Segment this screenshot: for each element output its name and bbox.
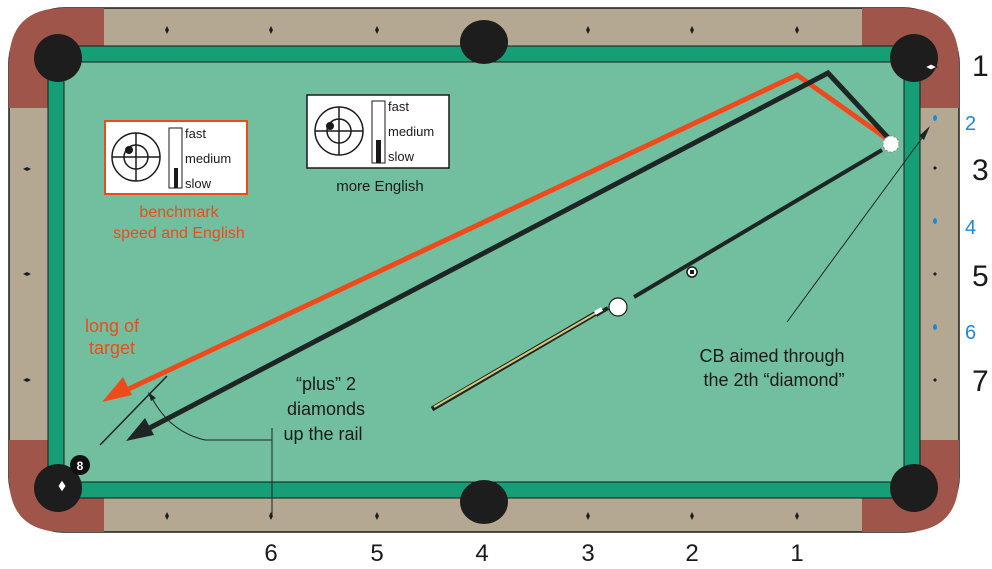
bottom-number-4: 4 — [475, 540, 488, 567]
benchmark-legend-box: fast medium slow — [104, 120, 248, 195]
corner-top-left — [9, 8, 104, 108]
more-english-caption: more English — [336, 178, 424, 195]
pocket-top-right — [890, 34, 938, 82]
right-number-1: 1 — [972, 50, 989, 83]
more-english-legend-box: fast medium slow — [306, 94, 450, 169]
cue-ball-path — [632, 148, 884, 299]
right-number-6: 6 — [965, 322, 976, 344]
benchmark-arrowhead — [102, 377, 132, 402]
benchmark-caption-1: benchmark — [139, 204, 219, 221]
aim-pointer-head — [919, 126, 930, 140]
eight-ball — [70, 455, 90, 475]
benchmark-fast: fast — [185, 126, 206, 141]
plus-two-line-1: “plus” 2 — [296, 374, 356, 394]
angle-arc — [151, 397, 272, 441]
pockets — [34, 20, 938, 524]
bottom-rail-numbers: 6 5 4 3 2 1 — [264, 540, 803, 567]
pocket-top-left — [34, 34, 82, 82]
target-reference-line — [99, 375, 168, 446]
benchmark-slow: slow — [185, 176, 212, 191]
long-of-target-1: long of — [85, 316, 140, 336]
right-number-3: 3 — [972, 154, 989, 187]
more-english-slow: slow — [388, 149, 415, 164]
aim-pointer-line — [786, 133, 926, 323]
right-number-5: 5 — [972, 260, 989, 293]
cb-aimed-line-2: the 2th “diamond” — [703, 370, 844, 390]
cue-stick — [430, 307, 603, 412]
right-number-7: 7 — [972, 365, 989, 398]
pocket-bottom-middle — [460, 480, 508, 524]
bottom-number-5: 5 — [370, 540, 383, 567]
object-ball-mark — [690, 270, 694, 274]
benchmark-medium: medium — [185, 151, 231, 166]
bottom-rail-diamonds — [165, 512, 799, 520]
cb-aimed-line-1: CB aimed through — [699, 346, 844, 366]
pocket-top-middle — [460, 20, 508, 64]
eight-ball-label: 8 — [77, 459, 84, 473]
bottom-number-2: 2 — [685, 540, 698, 567]
left-rail-diamonds — [23, 167, 31, 382]
english-path — [126, 69, 895, 441]
corner-top-right — [862, 8, 959, 108]
plus-two-line-2: diamonds — [287, 399, 365, 419]
ghost-ball — [882, 135, 900, 153]
benchmark-caption-2: speed and English — [113, 225, 245, 242]
bottom-number-1: 1 — [790, 540, 803, 567]
benchmark-path — [102, 72, 895, 402]
pocket-bottom-right — [890, 464, 938, 512]
bottom-number-6: 6 — [264, 540, 277, 567]
plus-two-line-3: up the rail — [283, 424, 362, 444]
pocket-bottom-left — [34, 464, 82, 512]
corner-bottom-right — [862, 440, 959, 532]
angle-arc-head — [148, 392, 156, 401]
english-arrowhead — [126, 418, 154, 441]
top-rail-diamonds — [165, 26, 799, 34]
cue-ball — [608, 297, 628, 317]
right-number-4: 4 — [965, 217, 976, 239]
right-rail-diamonds — [923, 63, 939, 382]
right-rail-numbers: 1 2 3 4 5 6 7 — [965, 50, 989, 398]
bottom-left-marker — [57, 479, 67, 493]
more-english-fast: fast — [388, 99, 409, 114]
long-of-target-2: target — [89, 338, 135, 358]
right-number-2: 2 — [965, 113, 976, 135]
more-english-medium: medium — [388, 124, 434, 139]
bottom-number-3: 3 — [581, 540, 594, 567]
corner-bottom-left — [9, 440, 104, 532]
